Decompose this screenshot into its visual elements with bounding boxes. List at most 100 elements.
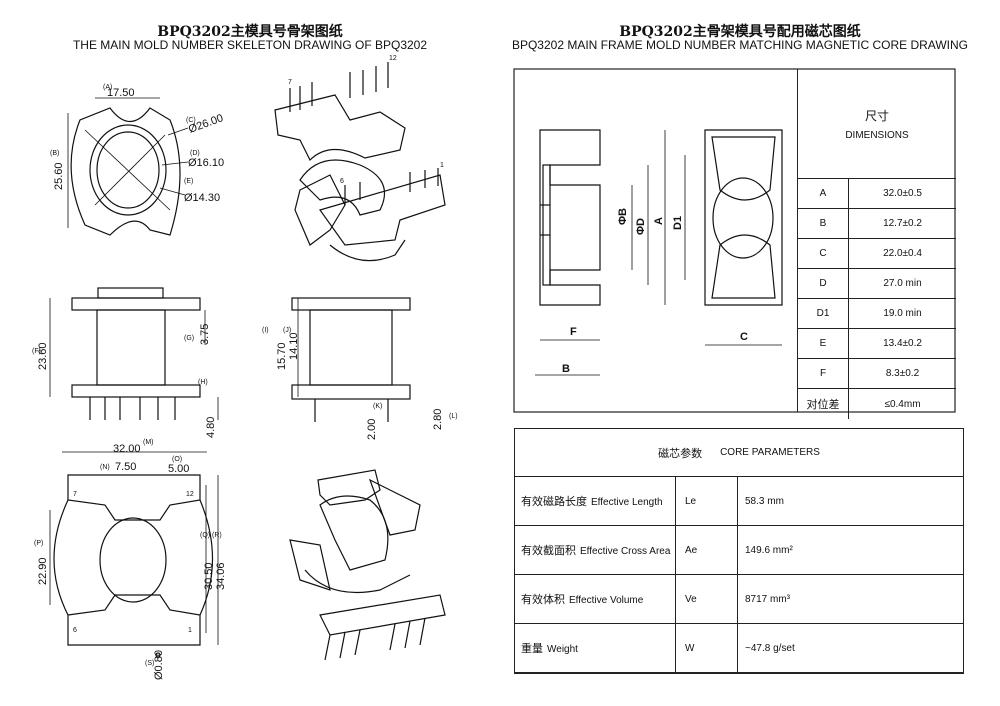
param-label-en: Weight xyxy=(547,644,578,655)
param-value: 58.3 mm xyxy=(745,495,784,507)
param-label-cn: 有效截面积 xyxy=(521,544,576,557)
dim-e-label: Ø14.30 xyxy=(184,192,220,204)
dim-key: F xyxy=(798,359,849,388)
tolerance-value: ≤0.4mm xyxy=(884,398,921,410)
tolerance-key: 对位差 xyxy=(798,389,849,419)
dim-p-tag: (P) xyxy=(34,540,43,547)
core-label-a: A xyxy=(653,217,665,225)
dim-key: A xyxy=(798,179,849,208)
dim-c-tag: (C) xyxy=(186,117,196,124)
dim-row: E 13.4±0.2 xyxy=(798,329,956,359)
dim-o-label: 5.00 xyxy=(168,463,189,475)
dim-key: E xyxy=(798,329,849,358)
iso-pin-1: 1 xyxy=(440,162,444,169)
core-side-drawing xyxy=(535,129,666,376)
param-value: ~47.8 g/set xyxy=(745,642,795,654)
core-label-f: F xyxy=(570,326,577,338)
param-label-cn: 有效磁路长度 xyxy=(521,495,587,508)
right-title-en: BPQ3202 MAIN FRAME MOLD NUMBER MATCHING … xyxy=(511,38,969,52)
dim-value: 27.0 min xyxy=(883,278,922,289)
dim-row: D 27.0 min xyxy=(798,269,956,299)
dim-value: 13.4±0.2 xyxy=(883,338,922,349)
dim-row: A 32.0±0.5 xyxy=(798,179,956,209)
param-value: 149.6 mm² xyxy=(745,544,793,556)
core-label-bb: B xyxy=(562,363,570,375)
core-col-divider xyxy=(737,477,738,673)
core-param-row: 有效磁路长度 Effective Length Le 58.3 mm xyxy=(515,477,963,526)
core-label-b: ΦB xyxy=(617,208,629,225)
tolerance-row: 对位差 ≤0.4mm xyxy=(798,389,956,419)
dim-l-label: 2.80 xyxy=(432,409,444,430)
param-label-cn: 重量 xyxy=(521,642,543,655)
dimensions-header: 尺寸 DIMENSIONS xyxy=(798,69,956,179)
core-drawing-panel xyxy=(513,68,956,413)
dim-d-tag: (D) xyxy=(190,150,200,157)
dim-j-tag: (J) xyxy=(283,327,291,334)
dim-value: 22.0±0.4 xyxy=(883,248,922,259)
dim-s-tag: (S) xyxy=(145,660,154,667)
dim-g-tag: (G) xyxy=(184,335,194,342)
bottom-pin-7: 7 xyxy=(73,491,77,498)
isometric-bottom-drawing xyxy=(289,469,446,661)
dim-value: 19.0 min xyxy=(883,308,922,319)
dimensions-header-cn: 尺寸 xyxy=(864,108,889,123)
dim-i-tag: (I) xyxy=(262,327,269,334)
dim-row: F 8.3±0.2 xyxy=(798,359,956,389)
dim-b-tag: (B) xyxy=(50,150,59,157)
dim-c-label: Ø26.00 xyxy=(187,112,225,136)
dim-n-label: 7.50 xyxy=(115,461,136,473)
core-label-d1: D1 xyxy=(672,216,684,230)
dim-key: C xyxy=(798,239,849,268)
dim-q-label: 30.50 xyxy=(203,562,215,590)
left-title-cn: BPQ3202主模具号骨架图纸 xyxy=(157,24,343,40)
dim-a-label: 17.50 xyxy=(107,87,135,99)
dim-a-tag: (A) xyxy=(103,84,112,91)
core-top-drawing xyxy=(684,129,783,346)
dim-p-label: 22.90 xyxy=(37,557,49,585)
core-param-row: 重量 Weight W ~47.8 g/set xyxy=(515,624,963,673)
bottom-pin-12: 12 xyxy=(186,491,194,498)
iso-pin-12: 12 xyxy=(389,55,397,62)
param-symbol: W xyxy=(685,642,695,654)
core-header-en: CORE PARAMETERS xyxy=(720,447,820,458)
dim-d-label: Ø16.10 xyxy=(188,157,224,169)
param-symbol: Ae xyxy=(685,544,698,556)
dim-i-label: 15.70 xyxy=(276,342,288,370)
dim-n-tag: (N) xyxy=(100,464,110,471)
dim-value: 8.3±0.2 xyxy=(885,368,920,379)
dim-row: C 22.0±0.4 xyxy=(798,239,956,269)
dim-k-label: 2.00 xyxy=(366,419,378,440)
core-col-divider xyxy=(675,477,676,673)
bottom-pin-1: 1 xyxy=(188,627,192,634)
isometric-top-drawing xyxy=(274,62,446,262)
dim-f-tag: (F) xyxy=(32,348,41,355)
dim-h-label: 4.80 xyxy=(205,417,217,438)
top-view-drawing xyxy=(67,97,189,236)
dim-r-label: 34.06 xyxy=(215,562,227,590)
dim-key: D xyxy=(798,269,849,298)
dim-j-label: 14.10 xyxy=(288,332,300,360)
dim-g-label: 3.75 xyxy=(199,324,211,345)
core-parameters-table: 磁芯参数 CORE PARAMETERS 有效磁路长度 Effective Len… xyxy=(514,428,964,674)
param-label-en: Effective Length xyxy=(591,497,663,508)
dim-k-tag: (K) xyxy=(373,403,382,410)
right-title-cn: BPQ3202主骨架模具号配用磁芯图纸 xyxy=(619,24,861,40)
dim-h-tag: (H) xyxy=(198,379,208,386)
iso-pin-6: 6 xyxy=(340,178,344,185)
dim-b-label: 25.60 xyxy=(53,162,65,190)
param-symbol: Le xyxy=(685,495,697,507)
iso-pin-7: 7 xyxy=(288,79,292,86)
left-title-en: THE MAIN MOLD NUMBER SKELETON DRAWING OF… xyxy=(72,38,428,52)
core-parameters-header: 磁芯参数 CORE PARAMETERS xyxy=(515,429,963,477)
dim-m-tag: (M) xyxy=(143,439,154,446)
param-label-cn: 有效体积 xyxy=(521,593,565,606)
dim-value: 12.7±0.2 xyxy=(883,218,922,229)
dim-value: 32.0±0.5 xyxy=(883,188,922,199)
param-symbol: Ve xyxy=(685,593,697,605)
side-view-drawing xyxy=(49,287,219,420)
